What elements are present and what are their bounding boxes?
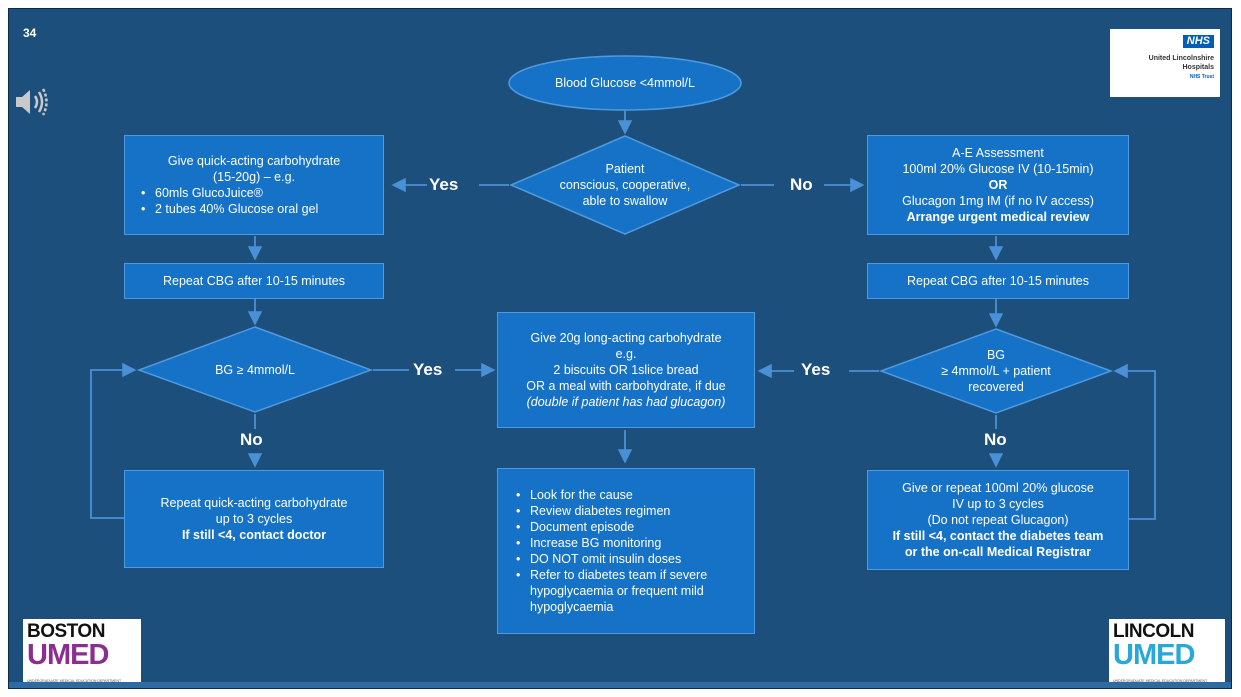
decision-bg-left-diamond (136, 326, 374, 413)
repeat-quick-carb-box: Repeat quick-acting carbohydrate up to 3… (124, 470, 384, 568)
left-repeat-cbg-box: Repeat CBG after 10-15 minutes (124, 263, 384, 299)
left-decision-text: BG ≥ 4mmol/L (215, 363, 295, 377)
yes-label-left: Yes (413, 360, 443, 379)
list-item: Document episode (516, 519, 744, 535)
list-item: Review diabetes regimen (516, 503, 744, 519)
list-item: Increase BG monitoring (516, 535, 744, 551)
decision-bg-right-diamond (878, 328, 1114, 414)
list-item: DO NOT omit insulin doses (516, 551, 744, 567)
yes-label-conscious: Yes (429, 175, 459, 194)
follow-up-actions-box: Look for the cause Review diabetes regim… (497, 468, 755, 634)
ae-assessment-box: A-E Assessment 100ml 20% Glucose IV (10-… (867, 135, 1129, 235)
boston-umed-logo: BOSTON UMED UNDERGRADUATE MEDICAL EDUCAT… (23, 619, 141, 685)
start-label: Blood Glucose <4mmol/L (554, 76, 695, 90)
long-acting-carb-box: Give 20g long-acting carbohydrate e.g. 2… (497, 312, 755, 428)
no-label-conscious: No (790, 175, 813, 194)
follow-up-list: Look for the cause Review diabetes regim… (508, 487, 744, 615)
no-label-left: No (240, 430, 263, 449)
iv-glucose-repeat-box: Give or repeat 100ml 20% glucose IV up t… (867, 470, 1129, 570)
list-item: Look for the cause (516, 487, 744, 503)
slide-number: 34 (23, 26, 37, 40)
list-item: Refer to diabetes team if severe hypogly… (516, 567, 744, 615)
lincoln-umed-logo: LINCOLN UMED UNDERGRADUATE MEDICAL EDUCA… (1109, 619, 1225, 685)
quick-carb-box: Give quick-acting carbohydrate (15-20g) … (124, 135, 384, 235)
yes-label-right: Yes (801, 360, 831, 379)
decision-conscious-text: Patient conscious, cooperative, able to … (559, 162, 691, 208)
connectors-layer (90, 55, 1156, 520)
speaker-audio-icon[interactable] (12, 85, 56, 119)
no-label-right: No (984, 430, 1007, 449)
nhs-badge: NHS (1182, 35, 1214, 48)
right-repeat-cbg-box: Repeat CBG after 10-15 minutes (867, 263, 1129, 299)
right-decision-text: BG ≥ 4mmol/L + patient recovered (941, 348, 1051, 394)
nhs-logo: NHS United Lincolnshire Hospitals NHS Tr… (1110, 29, 1220, 97)
decision-conscious-diamond (509, 135, 741, 235)
flowchart-slide: 34 (8, 8, 1232, 689)
quick-carb-list: 60mls GlucoJuice® 2 tubes 40% Glucose or… (135, 185, 373, 217)
bottom-strip (9, 682, 1231, 688)
